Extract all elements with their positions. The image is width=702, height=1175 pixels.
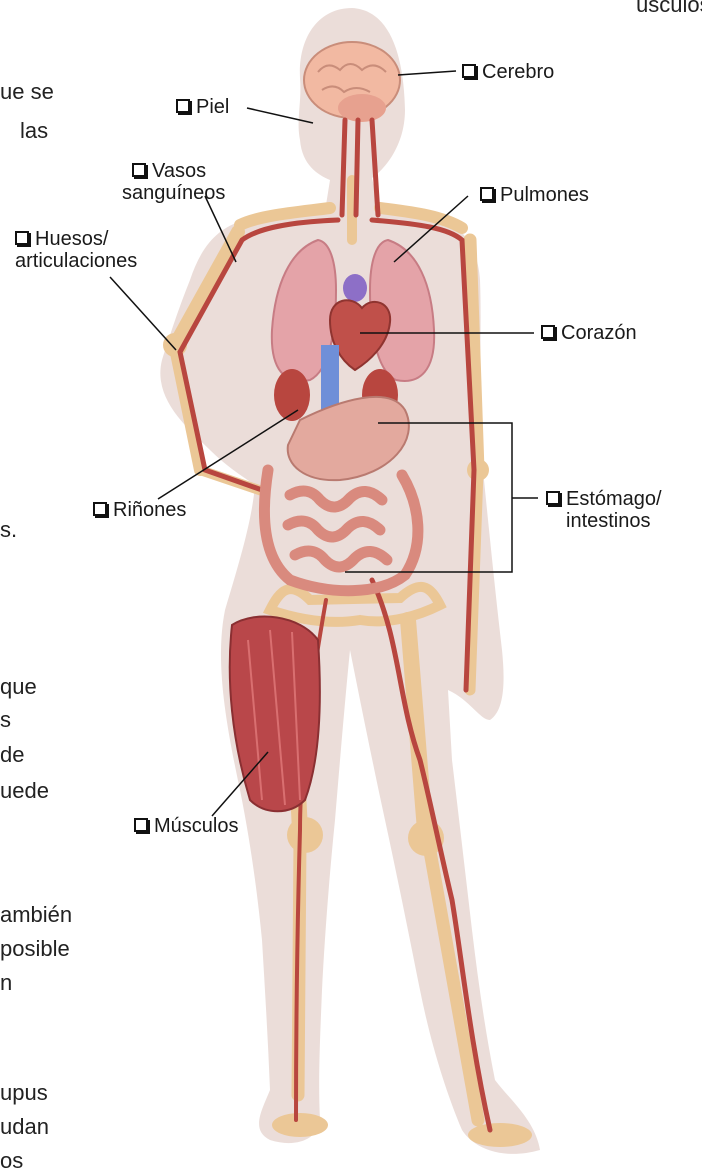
checkbox[interactable] — [462, 64, 476, 78]
checkbox[interactable] — [15, 231, 29, 245]
label-musculos[interactable]: Músculos — [134, 815, 238, 837]
label-text: Huesos/ articulaciones — [35, 228, 137, 272]
label-text: Corazón — [561, 322, 637, 344]
label-text: Vasos sanguíneos — [152, 160, 225, 204]
label-line: Estómago/ — [566, 488, 662, 510]
label-pulmones[interactable]: Pulmones — [480, 184, 589, 206]
label-text: Pulmones — [500, 184, 589, 206]
label-line: Vasos — [152, 160, 225, 182]
checkbox[interactable] — [546, 491, 560, 505]
checkbox[interactable] — [134, 818, 148, 832]
label-line: articulaciones — [15, 250, 137, 272]
label-cerebro[interactable]: Cerebro — [462, 61, 554, 83]
label-rinones[interactable]: Riñones — [93, 499, 186, 521]
checkbox[interactable] — [176, 99, 190, 113]
label-vasos-sanguineos[interactable]: Vasos sanguíneos — [132, 160, 225, 204]
label-text: Cerebro — [482, 61, 554, 83]
label-corazon[interactable]: Corazón — [541, 322, 637, 344]
label-piel[interactable]: Piel — [176, 96, 229, 118]
checkbox[interactable] — [541, 325, 555, 339]
checkbox[interactable] — [480, 187, 494, 201]
checkbox[interactable] — [93, 502, 107, 516]
label-text: Riñones — [113, 499, 186, 521]
label-text: Estómago/ intestinos — [566, 488, 662, 532]
checkbox[interactable] — [132, 163, 146, 177]
label-line: sanguíneos — [122, 182, 225, 204]
label-estomago-intestinos[interactable]: Estómago/ intestinos — [546, 488, 662, 532]
label-text: Piel — [196, 96, 229, 118]
label-text: Músculos — [154, 815, 238, 837]
label-line: Huesos/ — [35, 228, 137, 250]
label-line: intestinos — [566, 510, 662, 532]
label-huesos-articulaciones[interactable]: Huesos/ articulaciones — [15, 228, 137, 272]
